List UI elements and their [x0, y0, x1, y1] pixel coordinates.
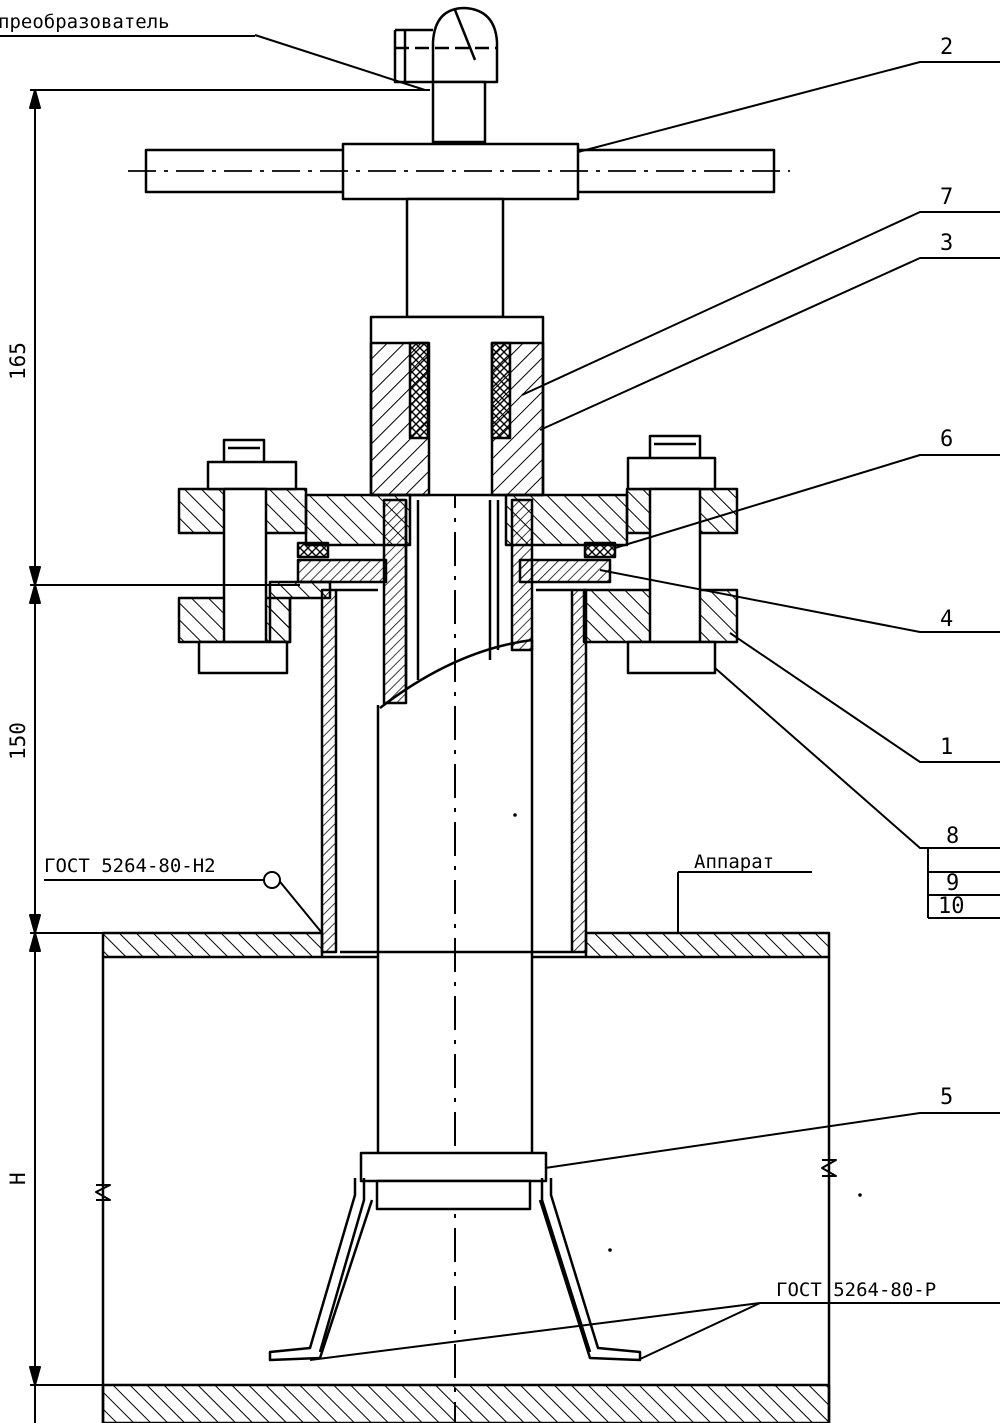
- callout-2: 2: [940, 35, 953, 60]
- callout-1: 1: [940, 735, 953, 760]
- dimension-H: Н: [6, 1172, 30, 1185]
- apparatus-wall: [95, 931, 837, 1423]
- converter-head: [393, 6, 499, 144]
- bolt-left: [197, 438, 298, 675]
- scan-dot: [858, 1193, 862, 1197]
- callout-10: 10: [938, 894, 965, 919]
- label-gost-weld-1: ГОСТ 5264-80-Н2: [44, 855, 216, 877]
- callout-table: [927, 848, 1000, 919]
- handle-bar-2: [128, 142, 790, 201]
- gasket-4: [296, 541, 617, 584]
- callout-7: 7: [940, 185, 953, 210]
- callout-5: 5: [940, 1085, 953, 1110]
- callout-3: 3: [940, 231, 953, 256]
- weld-symbol-circle: [263, 871, 281, 889]
- upper-rod: [405, 197, 505, 319]
- scan-dot: [513, 813, 517, 817]
- label-gost-weld-2: ГОСТ 5264-80-Р: [776, 1279, 936, 1301]
- gland-body-3: [369, 315, 545, 497]
- leader-lines: [0, 34, 1000, 1361]
- outer-nozzle: [320, 588, 588, 954]
- callout-8: 8: [946, 824, 959, 849]
- scan-dot: [608, 1248, 612, 1252]
- apparatus-bottom: [101, 1383, 831, 1423]
- guide-sleeve: [379, 498, 534, 709]
- label-converter: преобразователь: [0, 11, 170, 33]
- callout-4: 4: [940, 607, 953, 632]
- callout-6: 6: [940, 427, 953, 452]
- dimension-165: 165: [6, 342, 30, 380]
- bolt-right: [626, 434, 717, 675]
- dimension-lines: [29, 89, 430, 1423]
- dimension-150: 150: [6, 722, 30, 760]
- callout-9: 9: [946, 871, 959, 896]
- label-apparatus: Аппарат: [694, 851, 774, 873]
